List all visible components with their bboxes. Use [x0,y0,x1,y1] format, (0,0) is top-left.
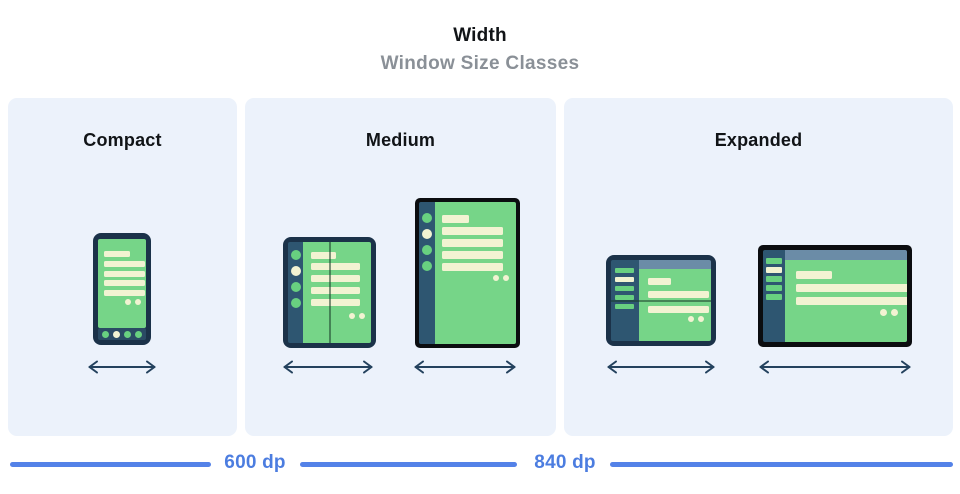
panel-title-compact: Compact [83,130,162,150]
foldable-portrait-illustration [283,237,376,348]
main-pane [785,250,907,342]
fold-crease [329,242,331,343]
phone-nav-bar [98,328,146,340]
nav-dot [135,330,142,338]
sidebar-item [615,304,634,309]
action-dots [688,316,704,322]
rail-dot [290,266,301,276]
tablet-portrait-illustration [415,198,520,348]
page-subtitle: Window Size Classes [380,53,580,74]
rail-dot [422,261,432,271]
sidebar-item [615,295,634,300]
content-line [796,284,907,292]
nav-dot [124,330,131,338]
tablet-screen [419,202,516,344]
content-line [104,261,145,267]
phone-illustration [93,233,151,345]
tablet-screen [763,250,907,342]
width-arrow [86,359,158,375]
content-line [648,306,709,313]
app-top-bar [639,260,711,269]
content-line [311,299,360,306]
content-line [442,263,503,271]
sidebar-item [766,258,782,264]
content-line [104,280,145,286]
width-arrow [757,359,913,375]
breakpoint-label-840dp: 840 dp [534,452,596,473]
foldable-screen [611,260,711,341]
content-area [785,260,907,342]
main-pane [639,260,711,341]
nav-dot [102,330,109,338]
action-dots [125,299,141,305]
breakpoint-rule-segment [610,462,953,467]
rail-dot [290,250,301,260]
sidebar-item [615,286,634,291]
action-dots [880,309,898,316]
content-line [104,251,130,257]
sidebar [763,250,785,342]
panel-compact: Compact [8,98,237,436]
panel-title-expanded: Expanded [714,130,803,150]
page-title: Width [453,25,507,46]
sidebar-item [766,285,782,291]
width-arrow [605,359,717,375]
sidebar-item [766,267,782,273]
content-line [796,271,832,279]
content-line [648,291,709,298]
content-line [104,271,145,277]
rail-dot [422,245,432,255]
width-arrow [281,359,375,375]
action-dots [349,313,365,319]
content-line [442,227,503,235]
tablet-landscape-illustration [758,245,912,347]
app-top-bar [785,250,907,260]
sidebar-item [766,294,782,300]
panel-title-medium: Medium [365,130,436,150]
fold-crease [611,300,711,302]
content-line [311,252,336,259]
content-line [311,275,360,282]
content-line [104,290,145,296]
breakpoint-label-600dp: 600 dp [224,452,286,473]
width-arrow [412,359,518,375]
breakpoint-rule-segment [10,462,211,467]
content-line [311,287,360,294]
panel-medium: Medium [245,98,556,436]
content-line [442,251,503,259]
sidebar-item [615,268,634,273]
breakpoint-rule-segment [300,462,517,467]
content-area [303,242,371,343]
rail-dot [422,213,432,223]
rail-dot [290,298,301,308]
content-line [796,297,907,305]
content-line [311,263,360,270]
panel-expanded: Expanded [564,98,953,436]
rail-dot [422,229,432,239]
content-line [442,215,469,223]
phone-screen [98,239,146,328]
content-area [435,202,516,344]
content-area [639,269,711,341]
rail-dot [290,282,301,292]
content-line [648,278,671,285]
nav-rail [288,242,303,343]
content-line [442,239,503,247]
sidebar-item [766,276,782,282]
foldable-landscape-illustration [606,255,716,346]
foldable-screen [288,242,371,343]
action-dots [493,275,509,281]
nav-dot [113,330,120,338]
nav-rail [419,202,435,344]
sidebar-item [615,277,634,282]
